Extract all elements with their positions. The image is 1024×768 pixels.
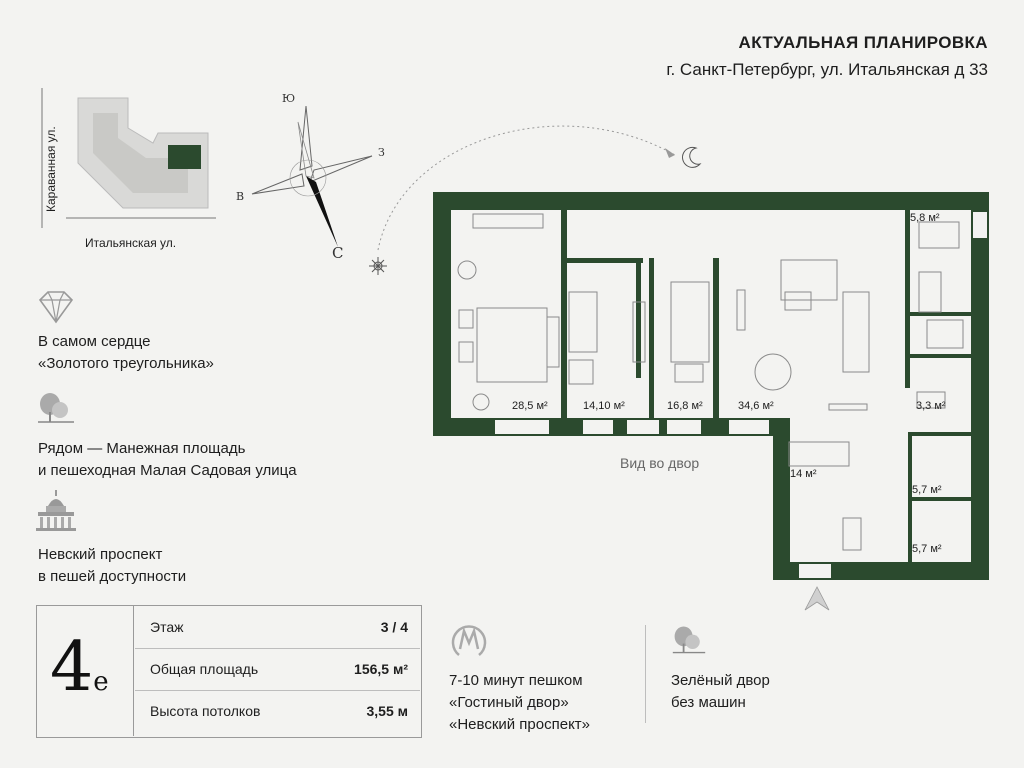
compass-rose	[251, 105, 373, 247]
apartment-card	[36, 605, 422, 738]
courtyard-label: Вид во двор	[620, 455, 700, 471]
row-divider	[135, 648, 420, 649]
tree-icon	[672, 626, 706, 654]
metro-walk-time: 7-10 минут пешком	[449, 672, 583, 689]
feature-2-line2: и пешеходная Малая Садовая улица	[38, 462, 297, 479]
floor-label: Этаж	[150, 619, 184, 635]
room-area-room-4: 14 м²	[790, 468, 817, 480]
yard-line1: Зелёный двор	[671, 672, 770, 689]
room-area-living: 34,6 м²	[738, 400, 774, 412]
yard-line2: без машин	[671, 694, 746, 711]
room-area-bedroom: 28,5 м²	[512, 400, 548, 412]
feature-1-line2: «Золотого треугольника»	[38, 355, 214, 372]
moon-icon	[682, 146, 702, 168]
page-title: АКТУАЛЬНАЯ ПЛАНИРОВКА	[738, 33, 988, 52]
address: г. Санкт-Петербург, ул. Итальянская д 33	[666, 60, 988, 79]
entrance-arrow	[804, 586, 830, 611]
cathedral-icon	[36, 490, 76, 531]
compass-east: В	[236, 190, 245, 203]
room-area-room-2: 14,10 м²	[583, 400, 625, 412]
row-divider	[135, 690, 420, 691]
diamond-icon	[38, 291, 74, 324]
ceiling-height-label: Высота потолков	[150, 703, 261, 719]
tree-icon	[38, 393, 74, 423]
sun-icon	[369, 257, 387, 275]
floor-plan	[433, 192, 989, 611]
metro-station-2: «Невский проспект»	[449, 716, 591, 733]
apartment-badge	[36, 605, 134, 736]
street-italyanskaya: Итальянская ул.	[85, 236, 177, 250]
room-area-wardrobe-2: 5,7 м²	[912, 543, 942, 555]
apartment-number-digit: 4	[50, 628, 94, 707]
ceiling-height-value: 3,55 м	[366, 703, 409, 719]
apartment-number: 4е	[50, 628, 109, 722]
sun-path	[369, 125, 702, 275]
feature-3-line1: Невский проспект	[38, 546, 163, 563]
feature-2-line1: Рядом — Манежная площадь	[38, 440, 246, 457]
compass-north: С	[332, 244, 344, 262]
room-area-bath-2: 3,3 м²	[916, 400, 946, 412]
compass-west: З	[378, 146, 385, 159]
info-divider	[645, 625, 646, 723]
apartment-number-letter: е	[93, 667, 109, 697]
room-area-wardrobe-1: 5,7 м²	[912, 484, 942, 496]
compass-south: Ю	[282, 92, 296, 105]
floor-value: 3 / 4	[380, 619, 408, 635]
street-karavannaya: Караванная ул.	[44, 126, 58, 212]
room-area-room-3: 16,8 м²	[667, 400, 703, 412]
total-area-label: Общая площадь	[150, 661, 259, 677]
feature-1-line1: В самом сердце	[38, 333, 151, 350]
metro-icon	[451, 625, 487, 656]
total-area-value: 156,5 м²	[354, 661, 408, 677]
location-map	[41, 88, 216, 228]
building-marker	[168, 145, 201, 169]
metro-station-1: «Гостиный двор»	[449, 694, 569, 711]
feature-3-line2: в пешей доступности	[38, 568, 187, 585]
room-area-bath-1: 5,8 м²	[910, 212, 940, 224]
